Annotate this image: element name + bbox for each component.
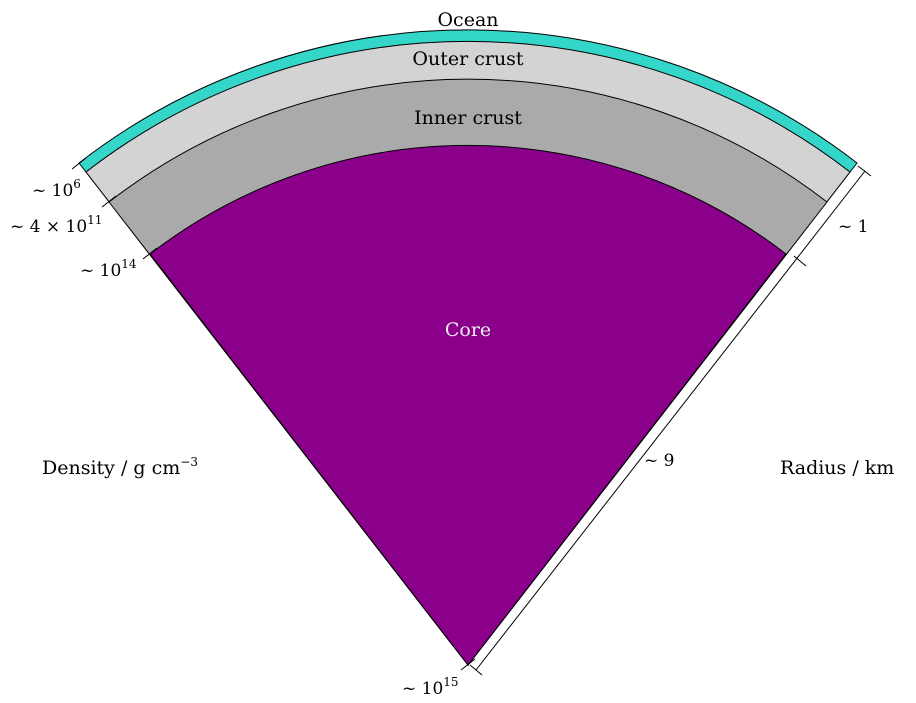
radius-scale-line [475, 170, 866, 671]
density-axis-title: Density / g cm−3 [42, 455, 198, 479]
outer-crust-label: Outer crust [412, 48, 524, 70]
radius-scale-tick-mid [793, 255, 807, 267]
core-label: Core [445, 319, 491, 341]
radius-crust-label: ~ 1 [838, 217, 868, 237]
density-tick-label-2: ~ 4 × 1011 [10, 213, 102, 237]
radius-scale-tick-top [857, 165, 872, 177]
core-layer [149, 145, 787, 666]
inner-crust-label: Inner crust [414, 107, 522, 129]
density-tick-2 [101, 195, 117, 208]
density-tick-4 [460, 658, 476, 671]
density-tick-label-3: ~ 1014 [80, 257, 137, 281]
density-tick-1 [71, 157, 87, 170]
density-tick-3 [142, 247, 158, 260]
density-tick-label-1: ~ 106 [32, 177, 81, 201]
ocean-label: Ocean [437, 9, 498, 31]
radius-scale-tick-bottom [469, 664, 483, 676]
radius-axis-title: Radius / km [780, 457, 894, 479]
density-tick-label-4: ~ 1015 [402, 675, 459, 698]
radius-core-label: ~ 9 [644, 451, 674, 471]
